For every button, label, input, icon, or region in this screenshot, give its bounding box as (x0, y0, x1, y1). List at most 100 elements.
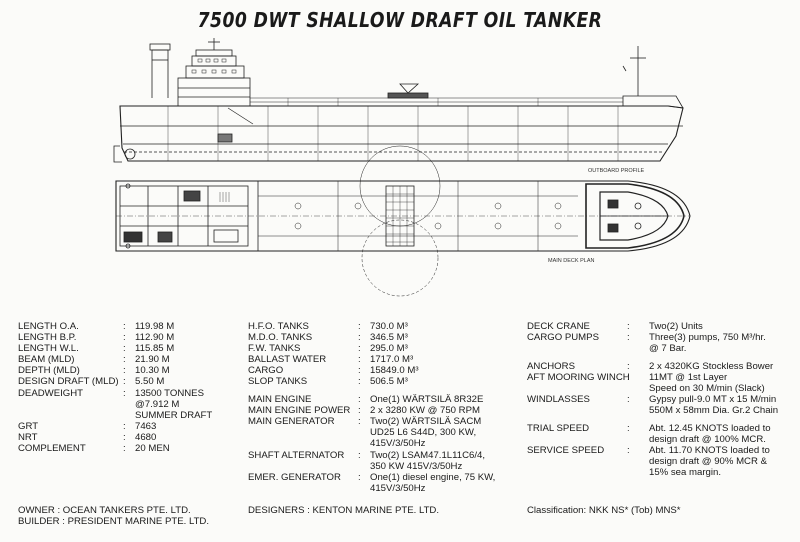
spec-value-line: 21.90 M (135, 354, 170, 366)
spec-value: Two(2) Units (649, 321, 703, 332)
spec-row: CARGO:15849.0 M³ (248, 365, 528, 376)
spec-colon: : (358, 405, 361, 417)
spec-row: LENGTH W.L.:115.85 M (18, 343, 248, 354)
spec-value: 4680 (135, 432, 156, 443)
spec-value-line: 115.85 M (135, 343, 175, 355)
spec-value-line: design draft @ 100% MCR. (649, 433, 766, 445)
spec-value: 112.90 M (135, 332, 174, 343)
spec-value-line: Two(2) Units (649, 321, 703, 332)
owner-text: OWNER : OCEAN TANKERS PTE. LTD. (18, 505, 191, 516)
spec-colon: : (358, 416, 361, 428)
spec-value-line: 550M x 58mm Dia. Gr.2 Chain (649, 405, 779, 417)
ship-drawing: OUTBOARD PROFILE MAIN DECK PLAN (113, 38, 691, 297)
spec-value-line: Gypsy pull-9.0 MT x 15 M/min (649, 394, 777, 406)
spec-label: DECK CRANE (527, 321, 590, 332)
spec-value-line: 7463 (135, 420, 157, 432)
spec-colon: : (627, 360, 630, 372)
spec-row: LENGTH O.A.:119.98 M (18, 321, 248, 332)
spec-value-line: design draft @ 90% MCR & (649, 456, 767, 468)
spec-value: 1717.0 M³ (370, 354, 413, 365)
spec-value: 15849.0 M³ (370, 365, 419, 376)
spec-value-line: 1717.0 M³ (370, 354, 414, 366)
spec-value-line: 415V/3/50Hz (370, 482, 426, 494)
spec-row: MAIN ENGINE POWER:2 x 3280 KW @ 750 RPM (248, 405, 528, 416)
spec-value: 20 MEN (135, 443, 170, 454)
spec-row: ANCHORS: 2 x 4320KG Stockless Bower (527, 361, 797, 372)
spec-value-line: 11MT @ 1st Layer (649, 371, 728, 383)
spec-colon: : (123, 431, 126, 443)
spec-colon: : (358, 354, 361, 366)
spec-row: GRT:7463 (18, 421, 248, 432)
spec-row: DESIGN DRAFT (MLD):5.50 M (18, 376, 248, 387)
owner-builder: OWNER : OCEAN TANKERS PTE. LTD. BUILDER … (18, 505, 209, 527)
spec-colon: : (123, 321, 126, 332)
main-deck-plan-label: MAIN DECK PLAN (548, 258, 594, 264)
spec-row: BEAM (MLD):21.90 M (18, 354, 248, 365)
spec-label: F.W. TANKS (248, 343, 301, 355)
spec-row: H.F.O. TANKS:730.0 M³ (248, 321, 528, 332)
spec-value: 7463 (135, 421, 156, 432)
spec-value-line: 15% sea margin. (649, 467, 721, 479)
spec-value: 346.5 M³ (370, 332, 408, 343)
spec-label: MAIN ENGINE (248, 394, 312, 406)
spec-value-line: 13500 TONNES (135, 387, 204, 399)
spec-value-line: @ 7 Bar. (649, 343, 687, 355)
spec-label: LENGTH O.A. (18, 321, 79, 332)
page-title: 7500 DWT SHALLOW DRAFT OIL TANKER (197, 8, 603, 32)
spec-value: 730.0 M³ (370, 321, 408, 332)
spec-value-line: 119.98 M (135, 321, 175, 332)
spec-colon: : (123, 332, 126, 344)
spec-colon: : (358, 343, 361, 355)
spec-label: DESIGN DRAFT (MLD) (18, 376, 119, 388)
spec-label: CARGO (248, 365, 284, 377)
spec-label: BEAM (MLD) (18, 354, 75, 366)
spec-value-line: 415V/3/50Hz (370, 438, 426, 450)
spec-label: COMPLEMENT (18, 443, 86, 455)
spec-label: MAIN GENERATOR (248, 416, 335, 428)
spec-value-line: 730.0 M³ (370, 321, 408, 332)
spec-value-line: @7.912 M (135, 398, 180, 410)
spec-row: NRT:4680 (18, 432, 248, 443)
spec-value: 2 x 4320KG Stockless Bower (649, 361, 773, 372)
spec-value: 21.90 M (135, 354, 170, 365)
spec-value: One(1) diesel engine, 75 KW,415V/3/50Hz (370, 472, 495, 494)
spec-value: 295.0 M³ (370, 343, 408, 354)
spec-value-line: 506.5 M³ (370, 376, 408, 388)
spec-value-line: 350 KW 415V/3/50Hz (370, 460, 463, 472)
spec-label: M.D.O. TANKS (248, 332, 313, 344)
spec-value-line: Three(3) pumps, 750 M³/hr. (649, 332, 766, 344)
spec-row: COMPLEMENT:20 MEN (18, 443, 248, 454)
spec-value-line: SUMMER DRAFT (135, 409, 213, 421)
spec-value: 5.50 M (135, 376, 164, 387)
spec-row: EMER. GENERATOR:One(1) diesel engine, 75… (248, 472, 528, 494)
spec-value-line: Two(2) WÄRTSILÄ SACM (370, 416, 482, 428)
spec-label: LENGTH W.L. (18, 343, 79, 355)
spec-row: F.W. TANKS:295.0 M³ (248, 343, 528, 354)
designers-text: DESIGNERS : KENTON MARINE PTE. LTD. (248, 505, 440, 516)
spec-row: CARGO PUMPS:Three(3) pumps, 750 M³/hr.@ … (527, 332, 797, 354)
spec-label: GRT (18, 420, 39, 432)
spec-value-line: One(1) diesel engine, 75 KW, (370, 471, 496, 483)
spec-row: DECK CRANE:Two(2) Units (527, 321, 797, 332)
spec-value-line: 295.0 M³ (370, 343, 408, 355)
spec-colon: : (123, 354, 126, 366)
spec-value-line: Two(2) LSAM47.1L11C6/4, (370, 449, 486, 461)
spec-value: 2 x 3280 KW @ 750 RPM (370, 405, 480, 416)
spec-label: ANCHORS (527, 360, 575, 372)
spec-value: Three(3) pumps, 750 M³/hr.@ 7 Bar. (649, 332, 766, 354)
spec-label: TRIAL SPEED (527, 422, 590, 434)
spec-value-line: 2 x 3280 KW @ 750 RPM (370, 405, 480, 417)
spec-label: DEADWEIGHT (18, 387, 84, 399)
spec-colon: : (627, 422, 630, 434)
